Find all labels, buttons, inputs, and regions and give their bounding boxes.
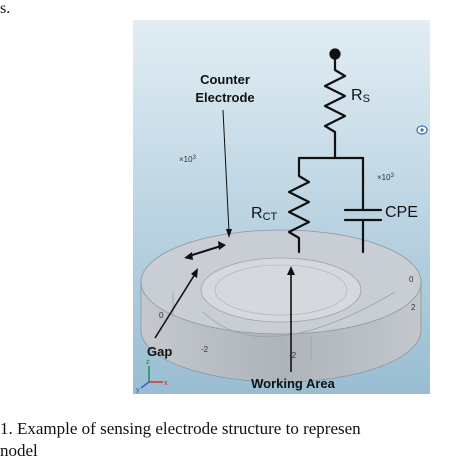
rs-resistor	[323, 56, 347, 160]
working-area-arrow	[287, 266, 295, 372]
working-area-label: Working Area	[251, 376, 336, 391]
axis-scale-right: ×103	[377, 173, 395, 182]
electrode-figure: RS RCT CPE Counter Electrode Gap Working…	[133, 20, 430, 394]
triad-z-label: z	[146, 359, 150, 366]
triad-y-label: y	[136, 387, 140, 394]
axis-tick-0-left: 0	[159, 311, 164, 320]
rs-label: RS	[351, 87, 370, 105]
rct-label: RCT	[251, 205, 278, 223]
gap-pointer-arrow	[154, 268, 198, 339]
axis-tick-neg2-center: -2	[289, 351, 297, 360]
working-area-inner-ring	[214, 264, 348, 316]
triad-x-label: x	[164, 380, 168, 387]
working-area-surface	[200, 257, 362, 323]
axis-tick-0-right: 0	[409, 275, 414, 284]
rct-resistor	[287, 156, 311, 254]
coordinate-triad: z y x	[136, 359, 168, 394]
view-indicator-icon	[416, 125, 428, 135]
cpe-label: CPE	[385, 204, 418, 221]
caption-line-1: 1. Example of sensing electrode structur…	[0, 419, 361, 438]
axis-scale-left: ×103	[179, 155, 197, 164]
electrode-disk	[140, 229, 422, 383]
counter-electrode-arrow	[222, 109, 232, 238]
page-fragment-top: s.	[0, 0, 11, 17]
figure-caption: 1. Example of sensing electrode structur…	[0, 418, 474, 462]
triad-y-axis	[140, 381, 150, 389]
electrode-diagram: RS RCT CPE Counter Electrode Gap Working…	[133, 20, 430, 394]
equivalent-circuit	[287, 48, 383, 254]
axis-tick-2-right: 2	[411, 303, 416, 312]
disk-inner-edge	[202, 291, 396, 338]
caption-line-2: nodel	[0, 441, 38, 460]
counter-electrode-label-line2: Electrode	[195, 90, 254, 105]
counter-electrode-label-line1: Counter	[200, 72, 250, 87]
gap-label: Gap	[147, 344, 172, 359]
gap-double-arrow	[184, 241, 226, 260]
axis-tick-neg2-left: -2	[201, 345, 209, 354]
